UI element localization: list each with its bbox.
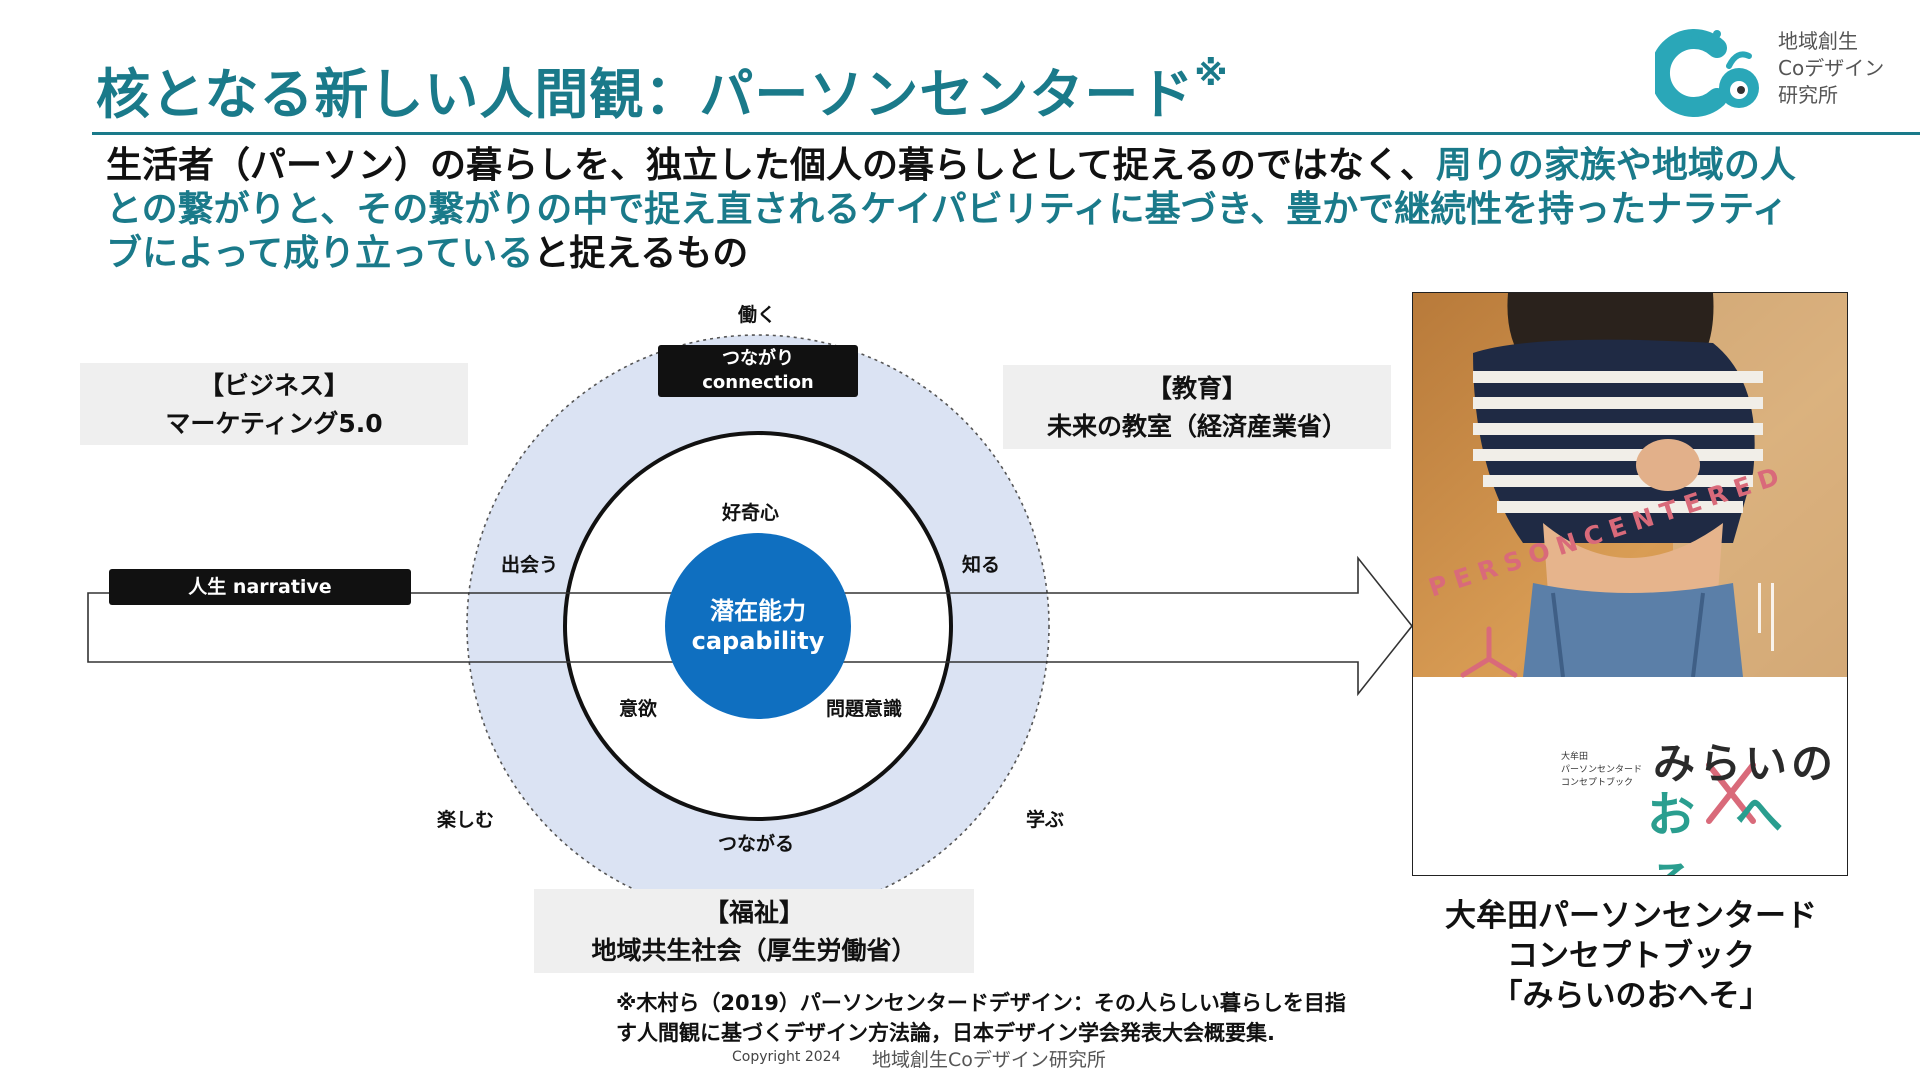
- book-cover-title-1: みらいの: [1653, 739, 1838, 788]
- capability-core-label: 潜在能力 capability: [691, 597, 825, 655]
- page-title: 核となる新しい人間観：パーソンセンタード※: [96, 54, 1229, 126]
- label-curiosity: 好奇心: [722, 502, 780, 524]
- footnote: ※木村ら（2019）パーソンセンタードデザイン：その人らしい暮らしを目指 す人間…: [616, 991, 1346, 1045]
- logo-text: 地域創生 Coデザイン 研究所: [1778, 29, 1885, 107]
- lead-highlight: 周りの家族や地域の人との繋がりと、その繋がりの中で捉え直されるケイパビリティに基…: [106, 145, 1796, 274]
- label-meet: 出会う: [501, 554, 559, 576]
- narrative-arrow: [87, 555, 1414, 697]
- footer-org: 地域創生Coデザイン研究所: [872, 1049, 1106, 1071]
- co-logo-icon: [1655, 29, 1759, 117]
- business-box: 【ビジネス】 マーケティング5.0: [80, 363, 468, 445]
- label-awareness: 問題意識: [826, 698, 903, 720]
- book-caption: 大牟田パーソンセンタード コンセプトブック 「みらいのおへそ」: [1445, 898, 1817, 1014]
- label-work: 働く: [738, 304, 777, 326]
- copyright: Copyright 2024: [732, 1049, 841, 1065]
- book-cover-photo: [1413, 293, 1847, 875]
- education-box: 【教育】 未来の教室（経済産業省）: [1003, 365, 1391, 449]
- label-enjoy: 楽しむ: [437, 809, 495, 831]
- title-footnote-mark: ※: [1194, 54, 1229, 94]
- label-learn: 学ぶ: [1026, 809, 1065, 831]
- lead-part-1: 生活者（パーソン）の暮らしを、独立した個人の暮らしとして捉えるのではなく、: [106, 145, 1436, 186]
- title-divider: [92, 132, 1920, 135]
- book-cover-subtitle: 大牟田 パーソンセンタード コンセプトブック: [1561, 752, 1643, 788]
- narrative-badge: 人生 narrative: [109, 569, 411, 605]
- book-cover: PERSONCENTERED みらいの おへそ 大牟田 パーソンセンタード コン…: [1412, 292, 1848, 876]
- label-know: 知る: [962, 554, 1001, 576]
- label-connect: つながる: [718, 833, 795, 855]
- capability-core: [665, 533, 851, 719]
- welfare-box: 【福祉】 地域共生社会（厚生労働省）: [534, 889, 974, 973]
- label-motivation: 意欲: [619, 698, 658, 720]
- book-cover-title-2: おへそ: [1647, 787, 1824, 875]
- lead-part-3: と捉えるもの: [533, 233, 749, 274]
- connection-badge: つながり connection: [658, 345, 858, 397]
- lead-paragraph: 生活者（パーソン）の暮らしを、独立した個人の暮らしとして捉えるのではなく、周りの…: [106, 144, 1806, 276]
